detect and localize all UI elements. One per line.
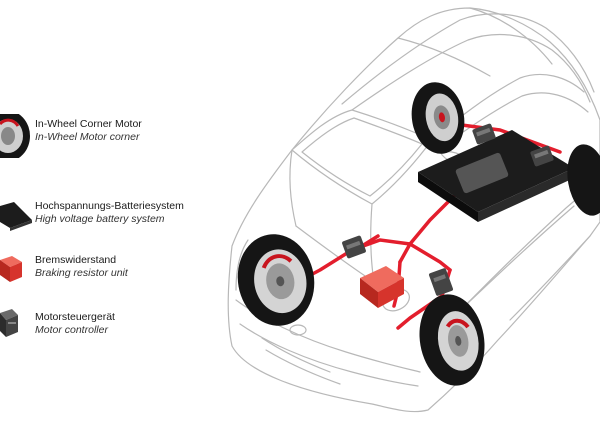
wheel-front-right [419, 294, 485, 386]
wheel-rear-left [411, 82, 465, 154]
legend-item-motor-controller: Motorsteuergerät Motor controller [0, 307, 220, 351]
controller-front-left [342, 235, 366, 259]
legend-item-in-wheel-motor: In-Wheel Corner Motor In-Wheel Motor cor… [0, 114, 220, 158]
legend-label-de: Hochspannungs-Batteriesystem [35, 200, 184, 212]
legend-label-de: Motorsteuergerät [35, 311, 115, 323]
legend-item-braking-resistor: Bremswiderstand Braking resistor unit [0, 250, 220, 294]
controller-rear-left [472, 123, 496, 145]
battery-pack-icon [0, 202, 32, 231]
legend-item-battery-system: Hochspannungs-Batteriesystem High voltag… [0, 196, 220, 240]
wheel-motor-icon [0, 114, 30, 158]
legend-label-en: High voltage battery system [35, 213, 165, 225]
legend: In-Wheel Corner Motor In-Wheel Motor cor… [0, 0, 220, 422]
legend-label-en: Braking resistor unit [35, 267, 128, 279]
braking-resistor-icon [0, 256, 22, 282]
legend-label-en: In-Wheel Motor corner [35, 131, 140, 143]
controller-front-right [429, 268, 453, 296]
motor-controllers [342, 123, 554, 296]
legend-label-en: Motor controller [35, 324, 108, 336]
motor-controller-icon [0, 309, 18, 337]
wheel-rear-right [567, 144, 600, 216]
wheel-front-left [237, 234, 315, 326]
braking-resistor [360, 266, 404, 308]
controller-rear-right [530, 145, 554, 167]
legend-label-de: Bremswiderstand [35, 254, 117, 266]
car-body-outline [227, 7, 600, 413]
legend-label-de: In-Wheel Corner Motor [35, 118, 142, 130]
